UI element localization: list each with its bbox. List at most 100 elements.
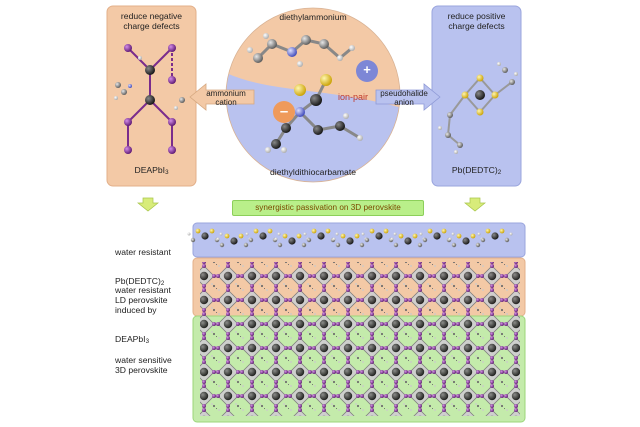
diethylammonium-molecule-icon	[247, 33, 355, 67]
plus-sign: +	[363, 62, 371, 77]
molecule-atom	[216, 237, 220, 241]
molecule-atom	[253, 228, 259, 234]
molecule-atom	[288, 237, 296, 245]
right-down-arrow	[464, 197, 486, 212]
molecule-atom	[419, 232, 423, 236]
molecule-atom	[201, 232, 209, 240]
molecule-atom	[448, 237, 452, 241]
molecule-atom	[359, 242, 365, 248]
positive-charge-icon	[356, 60, 378, 82]
molecule-atom	[480, 237, 486, 243]
molecule-atom	[306, 237, 312, 243]
left-compound-text: DEAPbI	[134, 165, 166, 175]
right-arrow	[375, 83, 441, 111]
layer2-label: water resistant LD perovskite induced by…	[115, 266, 171, 355]
molecule-atom	[187, 232, 191, 236]
molecule-atom	[375, 232, 383, 240]
molecule-atom	[393, 232, 397, 236]
layer1-line1: water resistant	[115, 246, 171, 257]
right-panel-title: reduce positive charge defects	[447, 11, 506, 31]
layer1-compound-sub: 2	[160, 280, 165, 288]
molecule-atom	[451, 232, 455, 236]
molecule-atom	[383, 228, 389, 234]
molecule-atom	[470, 233, 476, 239]
molecule-atom	[354, 233, 360, 239]
molecule-atom	[340, 233, 346, 239]
pbdedtc2-molecule-icon	[438, 62, 518, 154]
molecule-atom	[303, 232, 307, 236]
molecule-atom	[301, 242, 307, 248]
molecule-atom	[335, 242, 341, 248]
molecule-atom	[335, 232, 339, 236]
ion-pair-label: ion-pair	[338, 92, 369, 102]
molecule-atom	[259, 232, 267, 240]
molecule-atom	[364, 237, 370, 243]
ammonium-cation-label: ammonium cation	[206, 89, 246, 108]
molecule-atom	[248, 237, 254, 243]
molecule-atom	[224, 233, 230, 239]
molecule-atom	[462, 237, 470, 245]
molecule-atom	[433, 232, 441, 240]
molecule-atom	[238, 233, 244, 239]
layer2-compound: DEAPbI	[115, 334, 146, 345]
left-panel-title: reduce negative charge defects	[120, 11, 183, 31]
molecule-atom	[317, 232, 325, 240]
molecule-atom	[477, 232, 481, 236]
molecule-atom	[398, 233, 404, 239]
molecule-atom	[267, 228, 273, 234]
molecule-atom	[325, 228, 331, 234]
molecule-atom	[427, 228, 433, 234]
molecule-atom	[499, 228, 505, 234]
molecule-atom	[393, 242, 399, 248]
molecule-atom	[332, 237, 336, 241]
anion-name-label: diethyldithiocarbamate	[270, 167, 356, 177]
molecule-atom	[369, 228, 375, 234]
molecule-atom	[417, 242, 423, 248]
molecule-atom	[230, 237, 238, 245]
molecule-atom	[311, 228, 317, 234]
molecule-atom	[404, 237, 412, 245]
molecule-atom	[441, 228, 447, 234]
diethyldithiocarbamate-molecule-icon	[265, 74, 363, 153]
molecule-atom	[209, 228, 215, 234]
right-panel-compound: Pb(DEDTC)2	[432, 165, 521, 176]
molecule-atom	[243, 242, 249, 248]
molecule-atom	[456, 233, 462, 239]
perovskite-lattice-pattern	[200, 262, 520, 416]
molecule-atom	[491, 232, 499, 240]
left-down-arrow	[137, 197, 159, 212]
molecule-atom	[485, 228, 491, 234]
molecule-atom	[390, 237, 394, 241]
layer1-line2: Pb(DEDTC)2	[115, 276, 171, 288]
layer1-compound: Pb(DEDTC)	[115, 276, 161, 287]
synergistic-passivation-banner: synergistic passivation on 3D perovskite	[232, 200, 424, 216]
molecule-atom	[190, 237, 196, 243]
layer2-compound-sub: 3	[145, 338, 150, 346]
molecule-atom	[282, 233, 288, 239]
molecule-atom	[219, 242, 225, 248]
layer-pbdedtc2	[192, 222, 526, 258]
molecule-atom	[245, 232, 249, 236]
molecule-atom	[451, 242, 457, 248]
molecule-atom	[346, 237, 354, 245]
molecule-atom	[504, 237, 510, 243]
molecule-atom	[361, 232, 365, 236]
molecule-atom	[422, 237, 428, 243]
molecule-atom	[274, 237, 278, 241]
molecule-atom	[277, 232, 281, 236]
right-compound-text: Pb(DEDTC)	[451, 165, 498, 175]
negative-charge-icon	[273, 101, 295, 123]
molecule-atom	[219, 232, 223, 236]
molecule-atom	[277, 242, 283, 248]
molecule-atom	[475, 242, 481, 248]
layer1-label: water resistant Pb(DEDTC)2	[115, 228, 171, 297]
molecule-atom	[296, 233, 302, 239]
left-compound-sub: 3	[165, 169, 169, 176]
layer3-label: water sensitive 3D perovskite	[115, 355, 172, 375]
layer2-compound-line: DEAPbI3	[115, 334, 171, 346]
pbdedtc2-layer-molecules	[187, 228, 513, 248]
deapbi3-structure-icon	[114, 44, 185, 154]
layer2-lines: water resistant LD perovskite induced by	[115, 284, 171, 315]
cation-name-label: diethylammonium	[279, 12, 347, 22]
